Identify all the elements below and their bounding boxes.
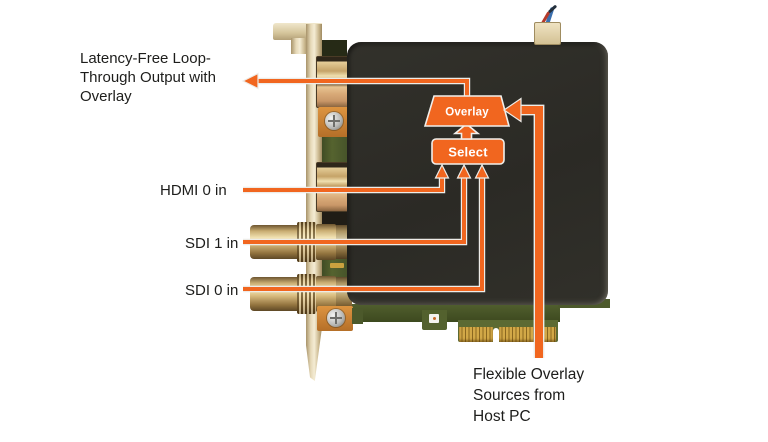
sdi0-line — [243, 177, 484, 291]
pcb-mount-hole-pin — [433, 317, 436, 320]
overlay-source-line — [518, 106, 543, 358]
overlay-box — [423, 95, 511, 127]
overlay-sources-label-line2: Sources from — [473, 387, 566, 404]
arrowhead-hdmi0-icon — [434, 163, 450, 179]
sdi0-line-casing — [243, 177, 486, 293]
pcb-shadow — [321, 40, 347, 56]
pcie-key-notch — [493, 328, 499, 342]
sdi1-label: SDI 1 in — [185, 235, 239, 252]
arrowhead-overlay-source-icon — [502, 97, 522, 123]
sdi0-label: SDI 0 in — [185, 282, 239, 299]
pcie-fingers-short — [459, 327, 493, 342]
hdmi0-line — [243, 177, 444, 192]
select-to-overlay-arrow-icon — [452, 122, 481, 140]
overlay-sources-label: Flexible Overlay Sources from Host PC — [473, 364, 584, 427]
bnc-nut — [316, 276, 336, 312]
overlay-box-label: Overlay — [445, 107, 489, 119]
screw-icon — [327, 309, 345, 327]
loop-through-label-line3: Overlay — [80, 88, 132, 105]
arrowhead-sdi1-icon — [456, 163, 472, 179]
connector-housing — [322, 208, 348, 226]
arrowhead-sdi0-icon — [474, 163, 490, 179]
loop-through-line-casing — [256, 77, 471, 97]
loop-through-line — [256, 79, 469, 97]
loop-through-label-line1: Latency-Free Loop- — [80, 50, 211, 67]
sdi1-line — [243, 177, 466, 244]
pcb-pads — [330, 263, 344, 268]
bracket-step — [291, 38, 308, 54]
pcb-fragment — [352, 308, 363, 324]
hdmi0-label: HDMI 0 in — [160, 182, 227, 199]
sdi1-line-casing — [243, 177, 468, 246]
select-box-label: Select — [448, 145, 488, 160]
loop-through-label: Latency-Free Loop- Through Output with O… — [80, 49, 216, 106]
bnc-knurl-ring — [297, 274, 316, 314]
bnc-barrel — [250, 277, 297, 311]
arrowhead-loop-through-icon — [241, 72, 259, 90]
loop-through-label-line2: Through Output with — [80, 69, 216, 86]
fan-connector — [534, 22, 561, 45]
overlay-sources-label-line1: Flexible Overlay — [473, 366, 585, 383]
overlay-sources-label-line3: Host PC — [473, 408, 531, 425]
screw-icon — [325, 112, 343, 130]
